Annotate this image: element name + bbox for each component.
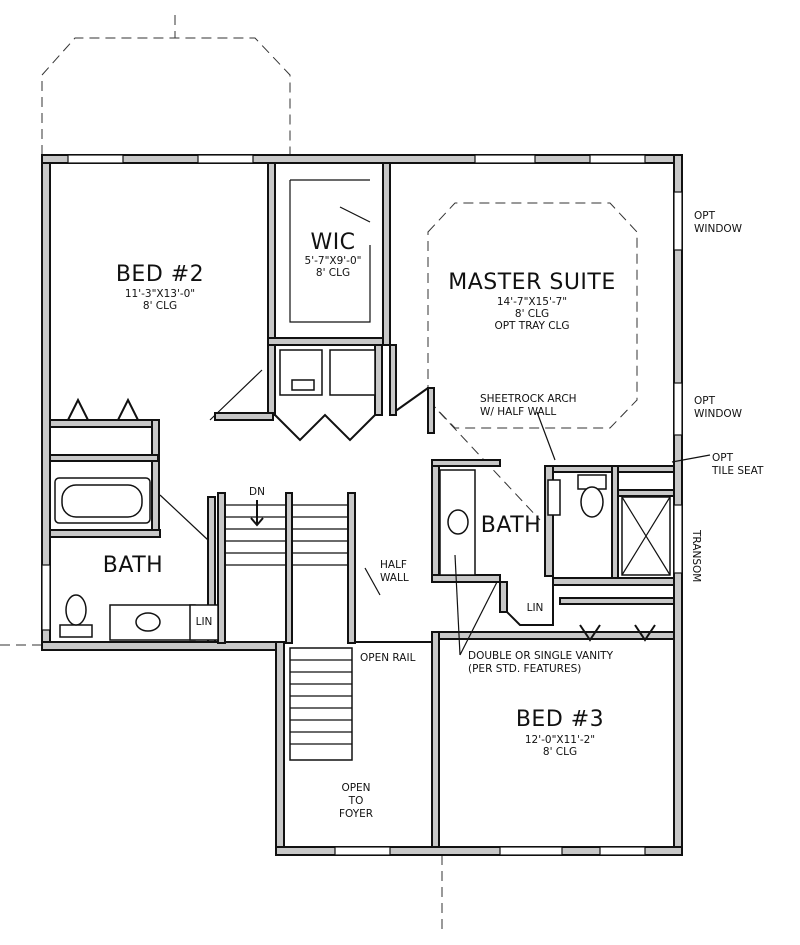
bath-left-name: BATH [102, 553, 164, 578]
tile-seat-1: OPT [712, 452, 734, 464]
bed2-name: BED #2 [115, 262, 205, 287]
open-to-3: FOYER [338, 808, 374, 820]
opt-window-bot-1: OPT [694, 395, 716, 407]
open-to-1: OPEN [341, 782, 371, 794]
opt-window-top-1: OPT [694, 210, 716, 222]
tile-seat-2: TILE SEAT [712, 465, 764, 477]
vanity-note-1: DOUBLE OR SINGLE VANITY [468, 650, 614, 662]
master-name: MASTER SUITE [448, 270, 616, 295]
bathtub-basin [61, 484, 143, 518]
half-wall-1: HALF [380, 559, 407, 571]
open-rail: OPEN RAIL [360, 652, 416, 664]
transom-label: TRANSOM [690, 530, 702, 583]
bed3-size: 12'-0"x11'-2" [524, 734, 596, 746]
sheetrock-1: SHEETROCK ARCH [480, 393, 577, 405]
sink-left [135, 612, 161, 632]
toilet-tank-left [59, 624, 93, 638]
opt-window-top-2: WINDOW [694, 223, 743, 235]
wic-size: 5'-7"x9'-0" [304, 255, 362, 267]
half-wall-2: WALL [380, 572, 409, 584]
lin-left: LIN [195, 616, 213, 628]
dn-label: DN [249, 486, 265, 498]
dryer [329, 349, 376, 396]
bed2-clg: 8' CLG [142, 300, 178, 312]
master-tray: OPT TRAY CLG [494, 320, 570, 332]
bed3-clg: 8' CLG [542, 746, 578, 758]
vanity-note-2: (PER STD. FEATURES) [468, 663, 582, 675]
bed2-size: 11'-3"x13'-0" [124, 288, 196, 300]
sheetrock-2: W/ HALF WALL [480, 406, 557, 418]
stairs [225, 500, 432, 761]
opt-window-bot-2: WINDOW [694, 408, 743, 420]
arch-post [547, 479, 561, 516]
open-to-2: TO [348, 795, 364, 807]
linen-left [189, 604, 219, 641]
toilet-master [580, 486, 604, 518]
bed3-name: BED #3 [515, 707, 605, 732]
leaders [364, 411, 711, 656]
wic-name: WIC [310, 230, 356, 255]
toilet-left [65, 594, 87, 626]
interior-walls [49, 162, 675, 848]
lin-center: LIN [526, 602, 544, 614]
master-clg: 8' CLG [514, 308, 550, 320]
windows [41, 154, 683, 856]
master-size: 14'-7"x15'-7" [496, 296, 568, 308]
sink-center [447, 509, 469, 535]
wic-clg: 8' CLG [315, 267, 351, 279]
bath-center-name: BATH [480, 513, 542, 538]
dashed-outlines [0, 15, 638, 935]
fixtures [54, 349, 671, 641]
